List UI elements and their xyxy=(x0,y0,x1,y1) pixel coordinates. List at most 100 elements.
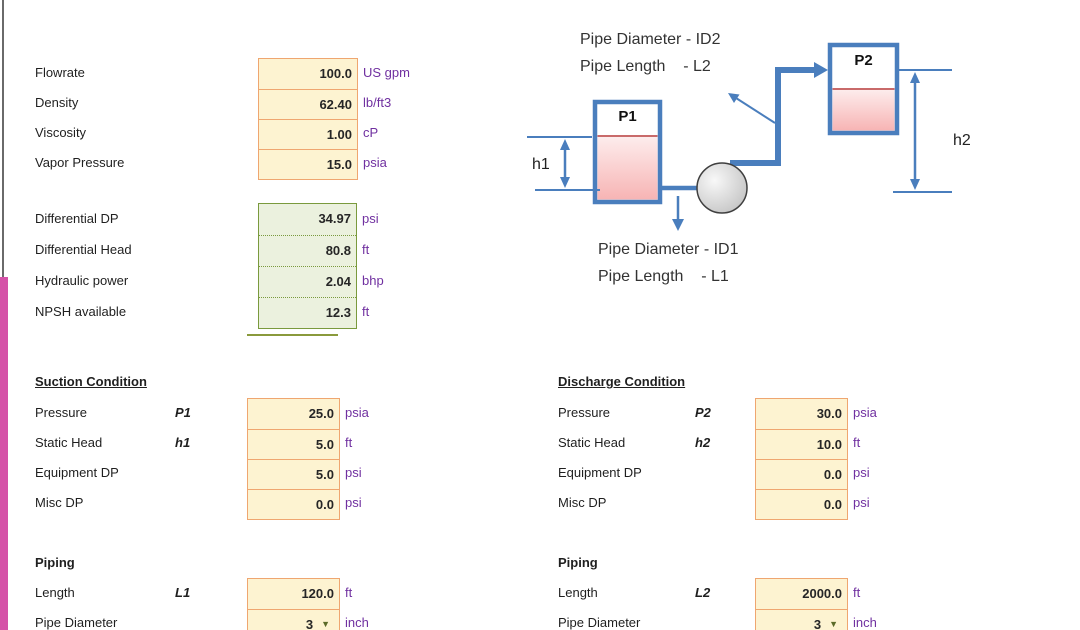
discharge-pressure-unit: psia xyxy=(853,405,877,420)
suction-static-head-label: Static Head xyxy=(35,435,103,450)
discharge-misc-dp-unit: psi xyxy=(853,495,870,510)
pipe1-annotation-line1: Pipe Diameter - ID1 xyxy=(598,241,739,258)
field-label-vapor-pressure: Vapor Pressure xyxy=(35,155,125,170)
suction-pipe-diameter-label: Pipe Diameter xyxy=(35,615,118,630)
suction-pressure-unit: psia xyxy=(345,405,369,420)
discharge-pipe xyxy=(730,67,814,166)
suction-pipe-diameter-dropdown[interactable]: 3 ▼ xyxy=(248,609,339,630)
field-label-density: Density xyxy=(35,95,79,110)
window-edge-line xyxy=(2,0,4,277)
npsh-available-result: 12.3 xyxy=(259,297,356,328)
suction-piping-header: Piping xyxy=(35,555,75,570)
suction-length-symbol: L1 xyxy=(175,585,191,600)
annotation-arrow-line xyxy=(735,97,776,124)
id1-pointer-arrowhead-icon xyxy=(672,219,684,231)
suction-input-column: 25.0 5.0 5.0 0.0 xyxy=(247,398,340,520)
discharge-condition-header: Discharge Condition xyxy=(558,374,686,389)
discharge-equipment-dp-input-cell[interactable]: 0.0 xyxy=(756,459,847,489)
vapor-pressure-unit: psia xyxy=(363,155,387,170)
tank-p1-liquid xyxy=(597,136,658,200)
suction-pipe-diameter-value: 3 xyxy=(305,617,314,630)
density-input-cell[interactable]: 62.40 xyxy=(259,89,357,119)
discharge-length-input-cell[interactable]: 2000.0 xyxy=(802,586,842,601)
differential-dp-unit: psi xyxy=(362,211,379,226)
field-label-npsh-available: NPSH available xyxy=(35,304,127,319)
h2-dim-down-arrowhead-icon xyxy=(910,179,920,190)
suction-length-input-cell[interactable]: 120.0 xyxy=(301,586,334,601)
suction-static-head-input-cell[interactable]: 5.0 xyxy=(248,429,339,459)
suction-pressure-label: Pressure xyxy=(35,405,88,420)
pipe1-annotation-line2: Pipe Length - L1 xyxy=(598,268,729,285)
viscosity-unit: cP xyxy=(363,125,379,140)
discharge-pipe-diameter-dropdown[interactable]: 3 ▼ xyxy=(756,609,847,630)
suction-pipe-diameter-unit: inch xyxy=(345,615,369,630)
suction-misc-dp-input-cell[interactable]: 0.0 xyxy=(248,489,339,519)
density-unit: lb/ft3 xyxy=(363,95,392,110)
field-label-hydraulic-power: Hydraulic power xyxy=(35,273,129,288)
discharge-pipe-diameter-label: Pipe Diameter xyxy=(558,615,641,630)
suction-equipment-dp-input-cell[interactable]: 5.0 xyxy=(248,459,339,489)
h2-dim-up-arrowhead-icon xyxy=(910,72,920,83)
discharge-length-symbol: L2 xyxy=(695,585,711,600)
flowrate-unit: US gpm xyxy=(363,65,410,80)
vapor-pressure-input-cell[interactable]: 15.0 xyxy=(259,149,357,179)
discharge-misc-dp-input-cell[interactable]: 0.0 xyxy=(756,489,847,519)
tank-p2-label: P2 xyxy=(854,52,873,69)
suction-condition-header: Suction Condition xyxy=(35,374,147,389)
discharge-input-column: 30.0 10.0 0.0 0.0 xyxy=(755,398,848,520)
discharge-pressure-input-cell[interactable]: 30.0 xyxy=(816,406,842,421)
tank-p1-label: P1 xyxy=(618,108,637,125)
discharge-static-head-unit: ft xyxy=(853,435,861,450)
h2-dim-label: h2 xyxy=(953,132,971,149)
discharge-piping-input-column: 2000.0 3 ▼ xyxy=(755,578,848,630)
suction-misc-dp-label: Misc DP xyxy=(35,495,84,510)
differential-dp-result: 34.97 xyxy=(318,211,351,226)
discharge-misc-dp-label: Misc DP xyxy=(558,495,607,510)
dropdown-arrow-icon[interactable]: ▼ xyxy=(321,619,330,629)
annotation-arrowhead-icon xyxy=(728,93,740,103)
differential-head-result: 80.8 xyxy=(259,235,356,266)
discharge-equipment-dp-unit: psi xyxy=(853,465,870,480)
discharge-static-head-input-cell[interactable]: 10.0 xyxy=(756,429,847,459)
discharge-length-label: Length xyxy=(558,585,598,600)
suction-pressure-symbol: P1 xyxy=(175,405,191,420)
pipe2-annotation-line1: Pipe Diameter - ID2 xyxy=(580,31,721,48)
dropdown-arrow-icon[interactable]: ▼ xyxy=(829,619,838,629)
discharge-static-head-label: Static Head xyxy=(558,435,626,450)
suction-static-head-unit: ft xyxy=(345,435,353,450)
pipe2-annotation-line2: Pipe Length - L2 xyxy=(580,58,711,75)
suction-static-head-symbol: h1 xyxy=(175,435,191,450)
suction-pressure-input-cell[interactable]: 25.0 xyxy=(308,406,334,421)
pump-system-diagram xyxy=(527,42,952,231)
discharge-pipe-arrowhead-icon xyxy=(814,62,828,78)
field-label-differential-head: Differential Head xyxy=(35,242,132,257)
hydraulic-power-unit: bhp xyxy=(362,273,384,288)
field-label-viscosity: Viscosity xyxy=(35,125,87,140)
discharge-static-head-symbol: h2 xyxy=(695,435,711,450)
results-output-column: 34.97 80.8 2.04 12.3 xyxy=(258,203,357,329)
viscosity-input-cell[interactable]: 1.00 xyxy=(259,119,357,149)
flowrate-input-cell[interactable]: 100.0 xyxy=(319,66,352,81)
results-underline xyxy=(247,334,338,336)
suction-misc-dp-unit: psi xyxy=(345,495,362,510)
h1-dim-down-arrowhead-icon xyxy=(560,177,570,188)
suction-piping-input-column: 120.0 3 ▼ xyxy=(247,578,340,630)
discharge-length-unit: ft xyxy=(853,585,861,600)
pipe2-annotation: Pipe Diameter - ID2 Pipe Length - L2 xyxy=(580,26,721,80)
fluid-input-column: 100.0 62.40 1.00 15.0 xyxy=(258,58,358,180)
tank-p2-liquid xyxy=(832,89,895,131)
pump-circle xyxy=(696,162,748,214)
suction-equipment-dp-label: Equipment DP xyxy=(35,465,119,480)
differential-head-unit: ft xyxy=(362,242,370,257)
hydraulic-power-result: 2.04 xyxy=(259,266,356,297)
discharge-pressure-symbol: P2 xyxy=(695,405,711,420)
discharge-pressure-label: Pressure xyxy=(558,405,611,420)
discharge-piping-header: Piping xyxy=(558,555,598,570)
npsh-available-unit: ft xyxy=(362,304,370,319)
field-label-flowrate: Flowrate xyxy=(35,65,85,80)
suction-length-unit: ft xyxy=(345,585,353,600)
pipe1-annotation: Pipe Diameter - ID1 Pipe Length - L1 xyxy=(598,236,739,290)
h1-dim-label: h1 xyxy=(532,156,550,173)
slide-edge-bar xyxy=(0,277,8,630)
field-label-differential-dp: Differential DP xyxy=(35,211,119,226)
